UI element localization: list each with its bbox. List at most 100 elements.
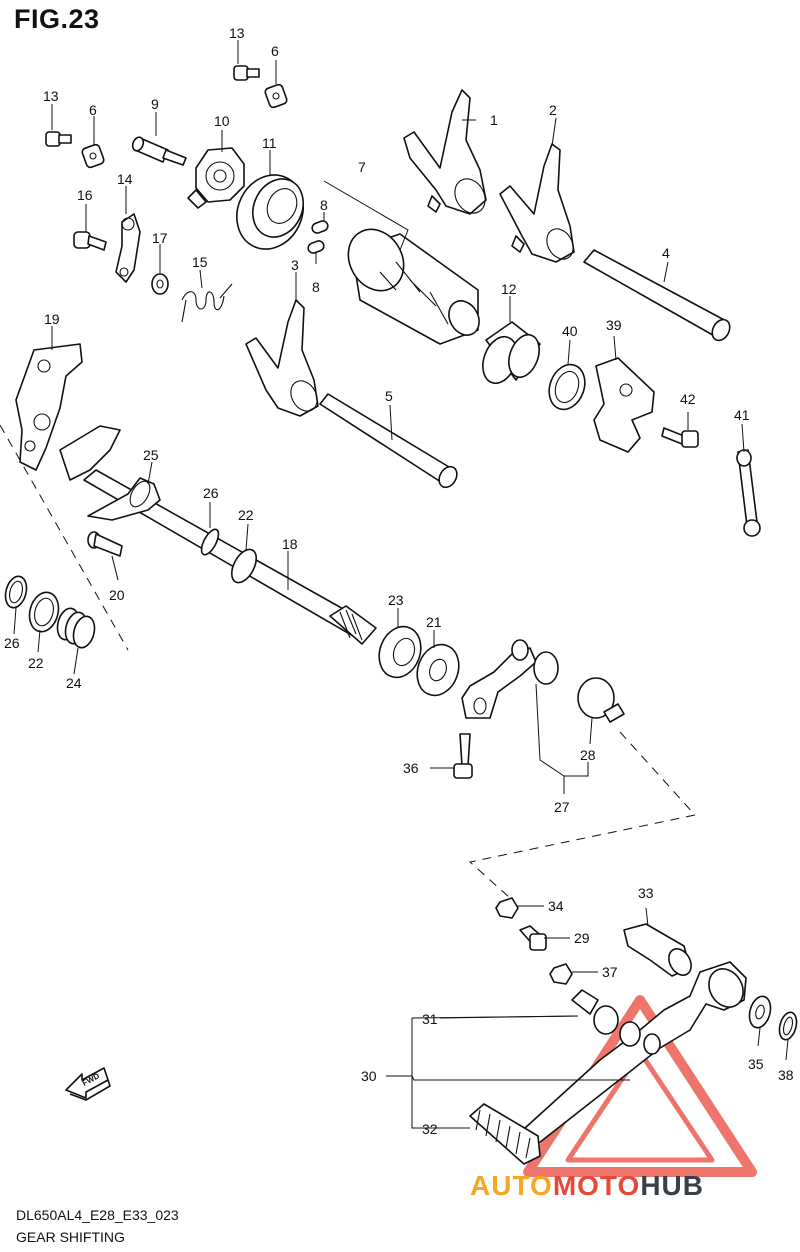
gearshift-arm-27: [461, 639, 559, 719]
label-part-39: 39: [606, 317, 622, 333]
shift-rubber-32: [469, 1103, 541, 1165]
label-part-42: 42: [680, 391, 696, 407]
snap-ring-38: [778, 1011, 798, 1041]
label-part-23: 23: [388, 592, 404, 608]
label-part-7: 7: [358, 159, 366, 175]
watermark-triangle: [523, 995, 757, 1177]
oil-seal-23: [378, 625, 422, 679]
label-part-25: 25: [143, 447, 159, 463]
label-part-20: 20: [109, 587, 125, 603]
shift-fork-3: [245, 299, 319, 417]
rod-end-28: [577, 677, 625, 723]
model-code: DL650AL4_E28_E33_023: [16, 1207, 179, 1223]
label-part-3: 3: [291, 257, 299, 273]
fork-shaft-5: [319, 393, 458, 489]
bolt-13-upper: [233, 65, 260, 81]
label-part-13-upper: 13: [229, 25, 245, 41]
label-part-21: 21: [426, 614, 442, 630]
label-part-29: 29: [574, 930, 590, 946]
nut-37: [549, 963, 573, 985]
washer-17: [151, 273, 169, 295]
washer-6-upper: [264, 83, 288, 109]
bearing-11: [236, 174, 304, 250]
label-part-14: 14: [117, 171, 133, 187]
label-part-38: 38: [778, 1067, 794, 1083]
watermark-auto: AUTO: [470, 1170, 553, 1201]
label-part-6-upper: 6: [271, 43, 279, 59]
label-part-19: 19: [44, 311, 60, 327]
label-part-34: 34: [548, 898, 564, 914]
pivot-bolt-33: [623, 923, 692, 977]
watermark-text: AUTOMOTOHUB: [470, 1170, 704, 1202]
bolt-16: [73, 231, 107, 251]
spring-15: [181, 283, 233, 323]
label-part-15: 15: [192, 254, 208, 270]
watermark-hub: HUB: [640, 1170, 704, 1201]
pin-8-upper: [311, 220, 329, 234]
label-part-22-shaft: 22: [238, 507, 254, 523]
label-part-17: 17: [152, 230, 168, 246]
label-part-6-left: 6: [89, 102, 97, 118]
shift-fork-2: [499, 143, 575, 263]
bolt-13-left: [45, 131, 72, 147]
spring-41: [736, 449, 761, 537]
snap-ring-26-shaft: [200, 528, 220, 556]
fwd-arrow-icon: FWD: [65, 1067, 111, 1101]
washer-6-left: [81, 143, 105, 169]
assembly-line-left: [0, 424, 129, 651]
gearshift-stopper-39: [593, 357, 655, 453]
stopper-arm-14: [115, 213, 141, 283]
label-part-4: 4: [662, 245, 670, 261]
gearshift-lever-30: [513, 961, 747, 1151]
washer-22-shaft: [230, 548, 258, 584]
label-part-26-shaft: 26: [203, 485, 219, 501]
label-part-37: 37: [602, 964, 618, 980]
label-part-9: 9: [151, 96, 159, 112]
bolt-42: [661, 427, 699, 448]
label-part-8-lower: 8: [312, 279, 320, 295]
label-part-26-left: 26: [4, 635, 20, 651]
leader-lines: [13, 40, 789, 1129]
shift-drum-7: [347, 228, 480, 345]
shift-fork-1: [403, 89, 487, 215]
watermark-moto: MOTO: [552, 1170, 641, 1201]
label-part-8-upper: 8: [320, 197, 328, 213]
pin-8-lower: [307, 240, 325, 254]
bolt-29: [519, 925, 547, 951]
section-title: GEAR SHIFTING: [16, 1229, 125, 1245]
label-part-36: 36: [403, 760, 419, 776]
snap-ring-26-left: [4, 575, 28, 609]
washer-22-left: [28, 591, 60, 633]
label-part-40: 40: [562, 323, 578, 339]
return-spring-25: [87, 477, 161, 521]
assembly-line-lower: [468, 731, 696, 899]
pin-9: [131, 136, 187, 166]
label-part-31: 31: [422, 1011, 438, 1027]
label-part-18: 18: [282, 536, 298, 552]
label-part-5: 5: [385, 388, 393, 404]
washer-21: [416, 643, 460, 697]
bolt-20: [87, 531, 123, 557]
figure-title: FIG.23: [14, 4, 100, 34]
washer-40: [548, 363, 586, 411]
label-part-27: 27: [554, 799, 570, 815]
label-part-35: 35: [748, 1056, 764, 1072]
label-part-16: 16: [77, 187, 93, 203]
label-part-10: 10: [214, 113, 230, 129]
gearshift-shaft-18: [59, 425, 377, 645]
label-part-12: 12: [501, 281, 517, 297]
label-part-33: 33: [638, 885, 654, 901]
bolt-36: [453, 733, 473, 779]
cam-plate-10: [187, 147, 245, 209]
washer-35: [748, 995, 772, 1029]
label-part-28: 28: [580, 747, 596, 763]
label-part-30: 30: [361, 1068, 377, 1084]
label-part-22-left: 22: [28, 655, 44, 671]
label-part-41: 41: [734, 407, 750, 423]
fork-shaft-4: [583, 249, 731, 342]
part-labels: 1 2 3 4 5 6 6 7 8 8 9 10 11 12 13 13 14 …: [4, 25, 794, 1137]
needle-bearing-12: [482, 321, 541, 385]
label-part-2: 2: [549, 102, 557, 118]
